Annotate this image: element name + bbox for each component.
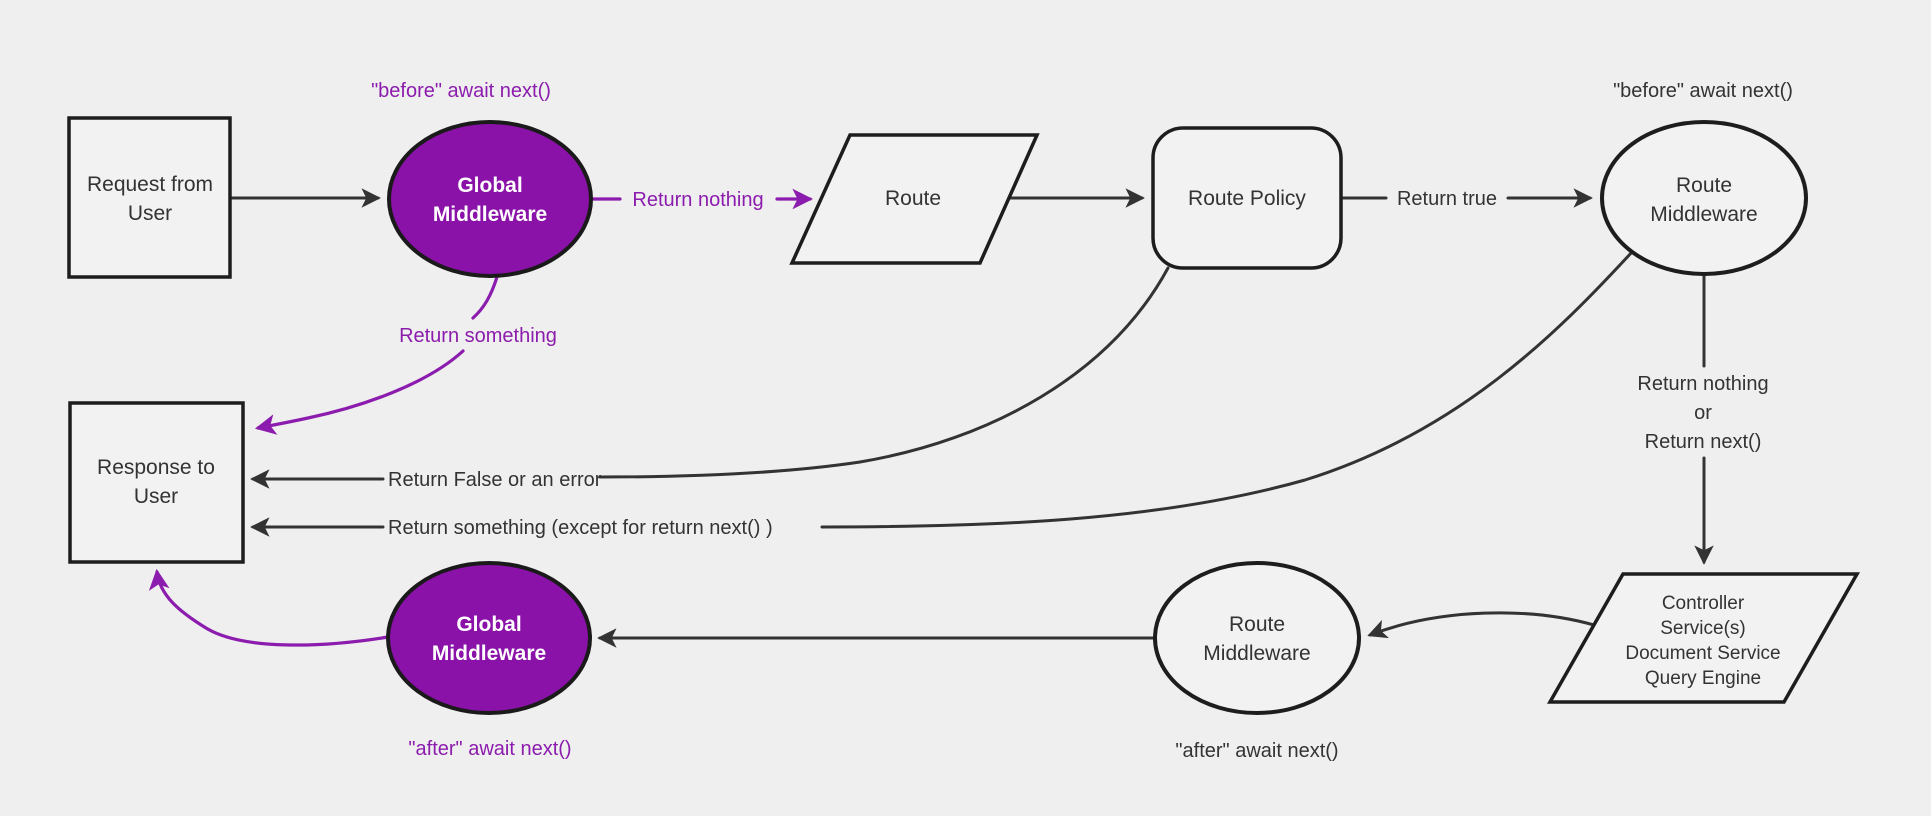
- controller-label-line2: Service(s): [1660, 618, 1746, 639]
- request-node-label-line2: User: [128, 202, 172, 225]
- route-middleware-bottom-label-line1: Route: [1229, 613, 1285, 636]
- route-node: [789, 133, 1040, 265]
- route-middleware-top-node: [1600, 120, 1808, 276]
- label-after-await-next-global: "after" await next(): [408, 738, 571, 760]
- global-middleware-bottom-label-line1: Global: [456, 613, 521, 636]
- edge-route-middleware-return-something-curve: [820, 250, 1634, 529]
- request-node-label-line1: Request from: [87, 173, 213, 196]
- controller-node: [1546, 572, 1861, 704]
- request-node: [67, 116, 232, 279]
- route-middleware-bottom-node: [1153, 561, 1361, 715]
- edge-global-middleware-return-something-segment1: [471, 275, 499, 320]
- route-middleware-bottom-label-line2: Middleware: [1203, 642, 1310, 665]
- response-node-label-line1: Response to: [97, 456, 215, 479]
- label-return-nothing-or-line1: Return nothing: [1637, 373, 1768, 395]
- route-node-label: Route: [885, 187, 941, 210]
- edge-route-policy-return-false-curve: [598, 266, 1170, 479]
- label-return-nothing-or-line2: or: [1694, 402, 1712, 424]
- route-middleware-top-label-line2: Middleware: [1650, 203, 1757, 226]
- label-return-false-or-error: Return False or an error: [388, 469, 602, 491]
- edge-return-something-to-response: [254, 349, 465, 435]
- route-policy-node: [1151, 126, 1343, 270]
- global-middleware-top-label-line1: Global: [457, 174, 522, 197]
- label-return-true: Return true: [1397, 188, 1497, 210]
- label-before-await-next-route: "before" await next(): [1613, 80, 1793, 102]
- label-return-something: Return something: [399, 325, 557, 347]
- label-return-nothing-or-line3: Return next(): [1645, 431, 1762, 453]
- controller-label-line1: Controller: [1662, 593, 1745, 614]
- label-return-something-except: Return something (except for return next…: [388, 517, 773, 539]
- global-middleware-top-node: [387, 120, 593, 278]
- route-middleware-top-label-line1: Route: [1676, 174, 1732, 197]
- controller-label-line3: Document Service: [1625, 643, 1780, 664]
- label-after-await-next-route: "after" await next(): [1175, 740, 1338, 762]
- global-middleware-top-label-line2: Middleware: [433, 203, 547, 226]
- response-node: [68, 401, 245, 564]
- edge-global-middleware-bottom-to-response: [148, 568, 390, 647]
- edge-controller-to-route-middleware-bottom: [1367, 611, 1596, 639]
- route-policy-node-label: Route Policy: [1188, 187, 1306, 210]
- controller-label-line4: Query Engine: [1645, 668, 1761, 689]
- label-return-nothing: Return nothing: [632, 189, 763, 211]
- global-middleware-bottom-node: [386, 561, 592, 715]
- global-middleware-bottom-label-line2: Middleware: [432, 642, 546, 665]
- response-node-label-line2: User: [134, 485, 178, 508]
- label-before-await-next-global: "before" await next(): [371, 80, 551, 102]
